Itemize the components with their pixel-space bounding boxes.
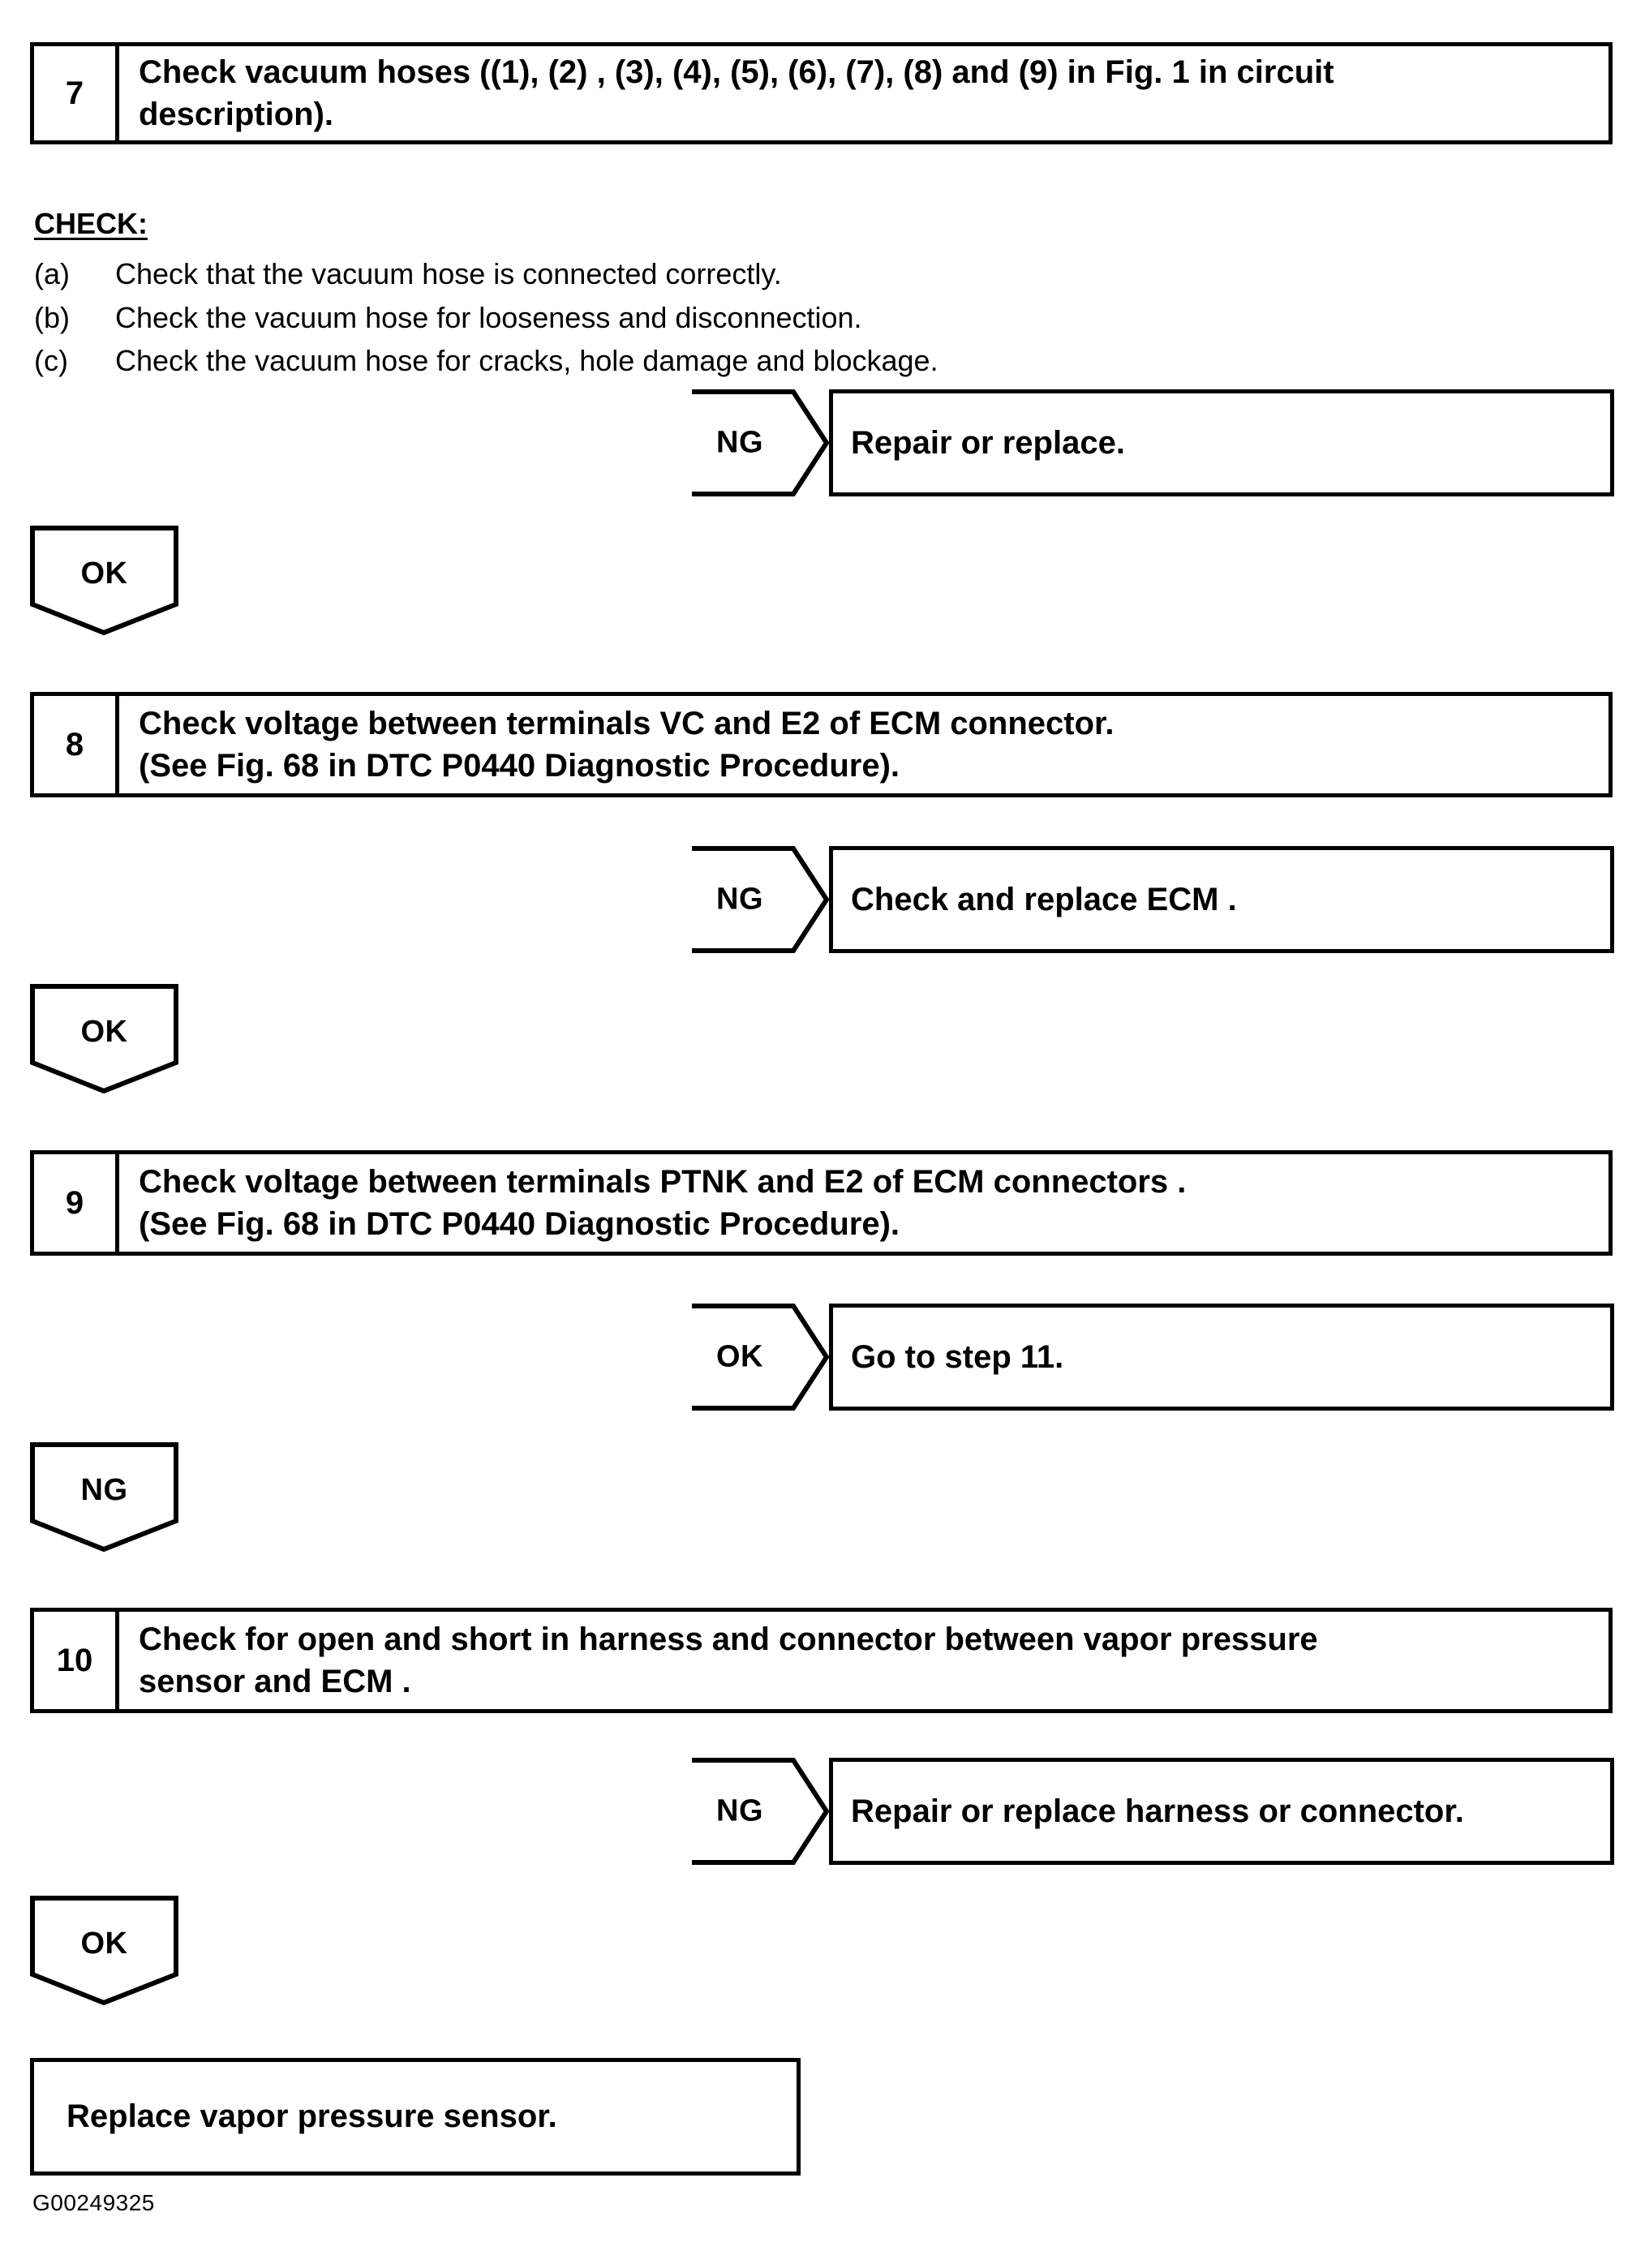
branch-result-box-step7: Repair or replace. bbox=[829, 389, 1614, 496]
pentagon-ok-step7: OK bbox=[30, 526, 178, 635]
branch-arrow-label-ng-step10: NG bbox=[716, 1793, 763, 1828]
step-8-line-1: Check voltage between terminals VC and E… bbox=[139, 706, 1115, 741]
step-box-7: 7 Check vacuum hoses ((1), (2) , (3), (4… bbox=[30, 42, 1613, 144]
pentagon-label-ok-step7: OK bbox=[80, 556, 128, 591]
footer-reference-code: G00249325 bbox=[32, 2190, 155, 2215]
step-box-8: 8 Check voltage between terminals VC and… bbox=[30, 692, 1613, 797]
branch-result-text-step8: Check and replace ECM . bbox=[851, 881, 1237, 917]
check-item-b-marker: (b) bbox=[34, 300, 70, 334]
step-7-line-1: Check vacuum hoses ((1), (2) , (3), (4),… bbox=[139, 54, 1334, 90]
step-number-7: 7 bbox=[65, 75, 84, 111]
check-item-c-marker: (c) bbox=[34, 344, 68, 378]
branch-result-box-step9: Go to step 11. bbox=[829, 1304, 1614, 1411]
step-number-10: 10 bbox=[56, 1642, 93, 1678]
branch-arrow-ng-step7: NG bbox=[689, 389, 829, 496]
step-text-cell-7: Check vacuum hoses ((1), (2) , (3), (4),… bbox=[119, 46, 1608, 140]
check-item-c: (c) Check the vacuum hose for cracks, ho… bbox=[34, 341, 938, 381]
pentagon-label-ok-step8: OK bbox=[80, 1015, 128, 1049]
step-number-8: 8 bbox=[65, 726, 84, 762]
check-item-a: (a) Check that the vacuum hose is connec… bbox=[34, 254, 938, 294]
step-10-line-1: Check for open and short in harness and … bbox=[139, 1622, 1318, 1657]
step-9-line-1: Check voltage between terminals PTNK and… bbox=[139, 1164, 1187, 1200]
branch-arrow-label-ng-step7: NG bbox=[716, 425, 763, 460]
branch-arrow-ng-step10: NG bbox=[689, 1758, 829, 1865]
pentagon-label-ng-step9: NG bbox=[80, 1473, 128, 1507]
step-box-9: 9 Check voltage between terminals PTNK a… bbox=[30, 1150, 1613, 1256]
step-text-cell-9: Check voltage between terminals PTNK and… bbox=[119, 1154, 1608, 1252]
branch-row-step8-ng: NG Check and replace ECM . bbox=[689, 846, 1614, 953]
step-number-cell-8: 8 bbox=[34, 696, 119, 793]
conclusion-text: Replace vapor pressure sensor. bbox=[67, 2098, 557, 2134]
step-9-line-2: (See Fig. 68 in DTC P0440 Diagnostic Pro… bbox=[139, 1206, 900, 1242]
check-item-c-text: Check the vacuum hose for cracks, hole d… bbox=[115, 344, 938, 378]
check-section: CHECK: (a) Check that the vacuum hose is… bbox=[34, 207, 938, 384]
branch-result-box-step8: Check and replace ECM . bbox=[829, 846, 1614, 953]
branch-arrow-label-ok-step9: OK bbox=[716, 1339, 763, 1374]
check-item-a-text: Check that the vacuum hose is connected … bbox=[115, 257, 782, 290]
step-text-cell-8: Check voltage between terminals VC and E… bbox=[119, 696, 1608, 793]
check-item-b: (b) Check the vacuum hose for looseness … bbox=[34, 298, 938, 338]
step-8-line-2: (See Fig. 68 in DTC P0440 Diagnostic Pro… bbox=[139, 748, 900, 784]
branch-arrow-ok-step9: OK bbox=[689, 1304, 829, 1411]
step-10-line-2: sensor and ECM . bbox=[139, 1664, 411, 1699]
conclusion-box: Replace vapor pressure sensor. bbox=[30, 2058, 801, 2176]
check-section-header-row: CHECK: bbox=[34, 207, 938, 254]
check-item-a-marker: (a) bbox=[34, 257, 70, 290]
step-box-10: 10 Check for open and short in harness a… bbox=[30, 1608, 1613, 1713]
pentagon-label-ok-step10: OK bbox=[80, 1927, 128, 1961]
step-number-9: 9 bbox=[65, 1184, 84, 1221]
branch-row-step9-ok: OK Go to step 11. bbox=[689, 1304, 1614, 1411]
branch-row-step7-ng: NG Repair or replace. bbox=[689, 389, 1614, 496]
pentagon-ng-step9: NG bbox=[30, 1442, 178, 1552]
branch-result-text-step9: Go to step 11. bbox=[851, 1338, 1064, 1375]
pentagon-ok-step10: OK bbox=[30, 1896, 178, 2005]
branch-result-box-step10: Repair or replace harness or connector. bbox=[829, 1758, 1614, 1865]
step-number-cell-9: 9 bbox=[34, 1154, 119, 1252]
branch-row-step10-ng: NG Repair or replace harness or connecto… bbox=[689, 1758, 1614, 1865]
step-number-cell-10: 10 bbox=[34, 1612, 119, 1709]
check-item-b-text: Check the vacuum hose for looseness and … bbox=[115, 300, 862, 334]
check-section-header: CHECK: bbox=[34, 207, 148, 240]
branch-result-text-step10: Repair or replace harness or connector. bbox=[851, 1793, 1464, 1829]
step-number-cell-7: 7 bbox=[34, 46, 119, 140]
step-text-cell-10: Check for open and short in harness and … bbox=[119, 1612, 1608, 1709]
pentagon-ok-step8: OK bbox=[30, 984, 178, 1093]
branch-result-text-step7: Repair or replace. bbox=[851, 424, 1125, 461]
branch-arrow-ng-step8: NG bbox=[689, 846, 829, 953]
step-7-line-2: description). bbox=[139, 97, 334, 132]
branch-arrow-label-ng-step8: NG bbox=[716, 882, 763, 917]
